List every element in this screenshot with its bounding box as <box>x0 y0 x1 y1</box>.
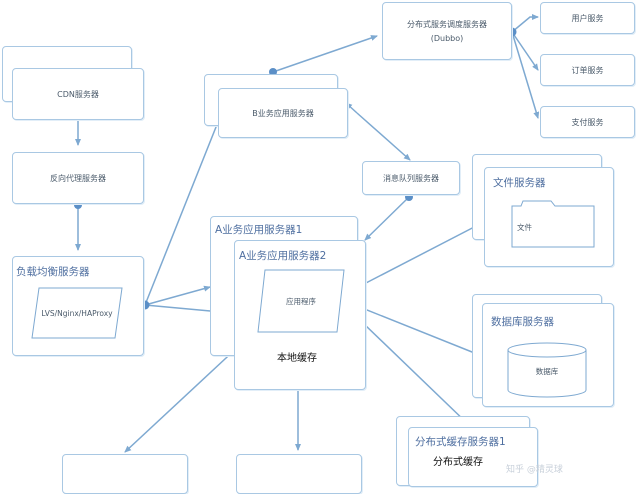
dubbo-title: 分布式服务调度服务器 <box>407 19 487 29</box>
app-program-label: 应用程序 <box>286 296 316 306</box>
db-server: 数据库服务器 数据库 <box>482 303 614 407</box>
b-app-to-dubbo-line <box>272 35 378 73</box>
message-queue-label: 消息队列服务器 <box>383 173 439 183</box>
order-service: 订单服务 <box>540 54 635 86</box>
local-cache-label: 本地缓存 <box>277 353 317 364</box>
order-service-label: 订单服务 <box>571 65 604 75</box>
a-app-server-2: A业务应用服务器2 应用程序 本地缓存 <box>234 240 366 390</box>
lower-center-server <box>236 454 362 494</box>
load-balancer-title: 负载均衡服务器 <box>16 266 90 278</box>
app-program-parallelogram: 应用程序 <box>257 269 345 333</box>
file-label: 文件 <box>517 223 532 232</box>
mq-to-a-app-line <box>364 196 410 241</box>
watermark: 知乎 @精灵球 <box>506 465 563 475</box>
database-icon: 数据库 <box>507 342 587 398</box>
dist-cache-server-1: 分布式缓存服务器1 分布式缓存 <box>408 427 538 487</box>
a-app-server-1-title: A业务应用服务器1 <box>215 224 303 236</box>
dubbo-to-order-line <box>511 31 539 71</box>
reverse-proxy-label: 反向代理服务器 <box>50 173 106 183</box>
user-service-label: 用户服务 <box>571 13 604 23</box>
lb-software-parallelogram: LVS/Nginx/HAProxy <box>31 287 123 339</box>
dubbo-scheduler-server: 分布式服务调度服务器 (Dubbo) <box>382 2 512 60</box>
mq-dot <box>405 193 413 201</box>
payment-service-label: 支付服务 <box>571 117 604 127</box>
lower-left-server <box>62 454 188 494</box>
lb-to-b-app-line <box>144 116 221 306</box>
load-balancer-server: 负载均衡服务器 LVS/Nginx/HAProxy <box>12 256 144 356</box>
payment-service: 支付服务 <box>540 106 635 138</box>
db-server-title: 数据库服务器 <box>491 316 554 328</box>
lb-to-a-app1-line <box>144 285 211 306</box>
b-app-server-label: B业务应用服务器 <box>252 108 314 118</box>
dubbo-to-payment-line <box>511 31 540 119</box>
a-app-server-2-title: A业务应用服务器2 <box>239 250 327 262</box>
dubbo-to-user-line <box>511 14 539 33</box>
message-queue-server: 消息队列服务器 <box>362 161 460 195</box>
connector-lines <box>74 14 540 453</box>
user-service: 用户服务 <box>540 2 635 34</box>
dubbo-subtitle: (Dubbo) <box>430 33 464 43</box>
db-label: 数据库 <box>535 367 559 376</box>
reverse-proxy-server: 反向代理服务器 <box>12 152 144 204</box>
folder-icon: 文件 <box>511 200 595 248</box>
lb-software-label: LVS/Nginx/HAProxy <box>41 308 113 318</box>
dist-cache-server-1-title: 分布式缓存服务器1 <box>415 436 506 448</box>
file-server: 文件服务器 文件 <box>484 167 614 267</box>
b-app-mq-line <box>356 112 411 161</box>
b-app-server: B业务应用服务器 <box>218 88 348 138</box>
cdn-server: CDN服务器 <box>12 68 144 120</box>
cdn-server-label: CDN服务器 <box>57 89 99 99</box>
file-server-title: 文件服务器 <box>493 177 546 189</box>
app-to-lower-left-line <box>124 344 241 453</box>
dist-cache-label: 分布式缓存 <box>433 457 483 468</box>
